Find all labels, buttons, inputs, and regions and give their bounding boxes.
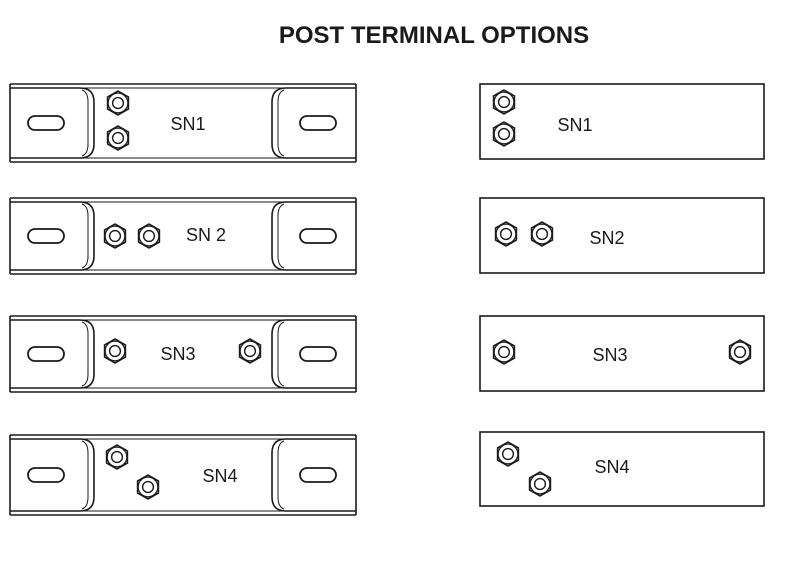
plate-label: SN3 <box>160 344 195 364</box>
left-mounting-tab <box>10 201 95 271</box>
hex-nut-icon <box>528 471 552 497</box>
hex-nut-icon <box>492 339 516 365</box>
plate-label: SN1 <box>170 114 205 134</box>
mounting-slot-icon <box>27 346 65 362</box>
hex-nut-icon <box>103 338 127 364</box>
left-mounting-tab <box>10 87 95 159</box>
plate-label: SN 2 <box>186 225 226 245</box>
hex-nut-icon <box>137 223 161 249</box>
plate-label: SN3 <box>592 345 627 365</box>
terminal-plate-right-2: SN2 <box>479 197 765 274</box>
left-mounting-tab <box>10 319 95 389</box>
mounting-slot-icon <box>299 115 337 131</box>
hex-nut-icon <box>238 338 262 364</box>
hex-nut-icon <box>105 444 129 470</box>
hex-nut-icon <box>136 474 160 500</box>
hex-nut-icon <box>728 339 752 365</box>
right-mounting-tab <box>271 201 356 271</box>
terminal-plate-left-3: SN3 <box>9 315 357 393</box>
hex-nut-icon <box>494 221 518 247</box>
terminal-plate-left-2: SN 2 <box>9 197 357 275</box>
plate-label: SN4 <box>594 457 629 477</box>
hex-nut-icon <box>492 121 516 147</box>
terminal-plate-left-1: SN1 <box>9 83 357 163</box>
mounting-slot-icon <box>299 467 337 483</box>
mounting-slot-icon <box>299 228 337 244</box>
terminal-plate-right-4: SN4 <box>479 431 765 507</box>
plate-label: SN4 <box>202 466 237 486</box>
plate-label: SN2 <box>589 228 624 248</box>
terminal-plate-right-1: SN1 <box>479 83 765 160</box>
diagram-title: POST TERMINAL OPTIONS <box>279 22 589 49</box>
right-mounting-tab <box>271 438 356 512</box>
hex-nut-icon <box>492 89 516 115</box>
hex-nut-icon <box>106 90 130 116</box>
hex-nut-icon <box>530 221 554 247</box>
terminal-plate-right-3: SN3 <box>479 315 765 392</box>
mounting-slot-icon <box>27 115 65 131</box>
hex-nut-icon <box>106 125 130 151</box>
mounting-slot-icon <box>27 228 65 244</box>
plate-label: SN1 <box>557 115 592 135</box>
hex-nut-icon <box>103 223 127 249</box>
mounting-slot-icon <box>299 346 337 362</box>
mounting-slot-icon <box>27 467 65 483</box>
right-mounting-tab <box>271 319 356 389</box>
terminal-plate-left-4: SN4 <box>9 434 357 516</box>
left-mounting-tab <box>10 438 95 512</box>
hex-nut-icon <box>496 441 520 467</box>
right-mounting-tab <box>271 87 356 159</box>
